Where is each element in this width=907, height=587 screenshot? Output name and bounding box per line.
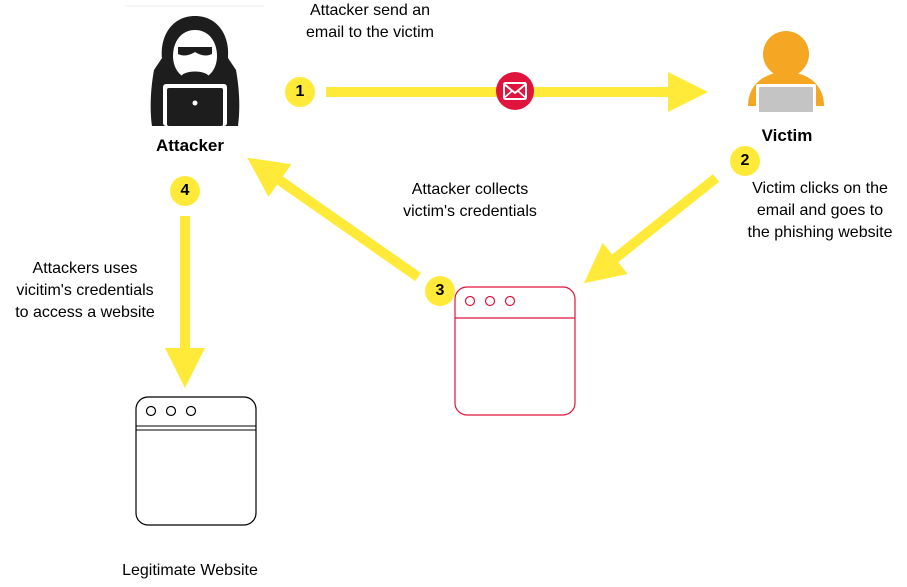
victim-label: Victim	[761, 126, 813, 145]
envelope-icon	[496, 72, 534, 110]
step3-description: Attacker collects victim's credentials	[403, 181, 537, 220]
attacker-label: Attacker	[155, 136, 225, 155]
step-badge-3: 3	[425, 276, 455, 306]
step2-description: Victim clicks on the email and goes to t…	[747, 180, 893, 241]
arrow-collect-credentials	[247, 157, 421, 282]
legitimate-website-label: Legitimate Website	[122, 562, 258, 579]
arrow-victim-to-phishing	[583, 174, 720, 284]
step-badge-1: 1	[285, 77, 315, 107]
step4-description: Attackers uses vicitim's credentials to …	[15, 260, 155, 321]
user-laptop-icon	[748, 31, 824, 116]
step-badge-2: 2	[730, 146, 760, 176]
browser-window-icon	[454, 286, 576, 416]
step-badge-4: 4	[170, 176, 200, 206]
step1-description: Attacker send an email to the victim	[305, 2, 435, 41]
hacker-icon	[125, 5, 264, 126]
browser-window-icon	[135, 396, 257, 526]
